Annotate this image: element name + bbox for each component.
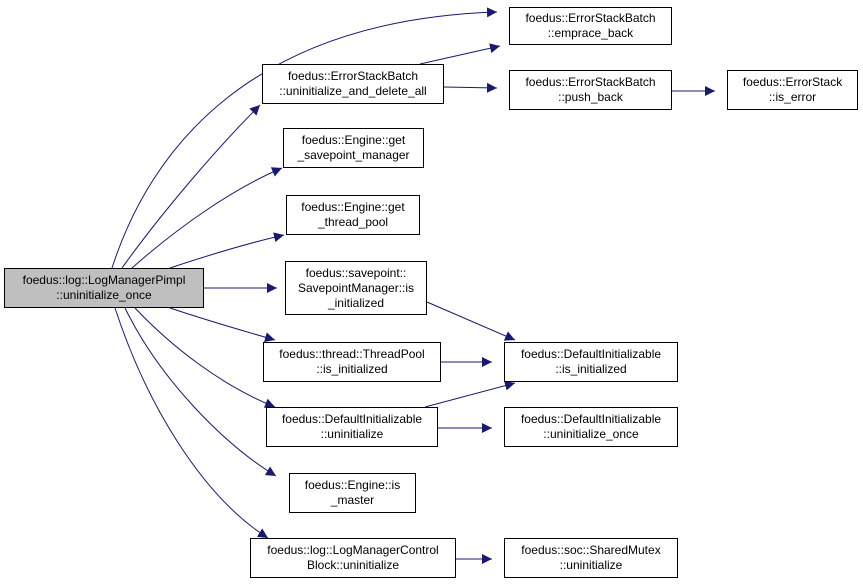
node-label-line: foedus::Engine::get [301, 200, 405, 214]
edge-di_uninit-to-di_is_init [424, 380, 516, 408]
edge-uninit_delete-to-emprace [419, 43, 501, 65]
node-push-back[interactable]: foedus::ErrorStackBatch::push_back [509, 70, 672, 110]
node-label-line: foedus::ErrorStackBatch [287, 69, 419, 83]
node-label-line: foedus::ErrorStackBatch [525, 75, 656, 89]
node-label-line: foedus::log::LogManagerPimpl [22, 273, 186, 287]
node-di-is-init[interactable]: foedus::DefaultInitializable::is_initial… [504, 342, 678, 382]
node-label-line: _initialized [327, 295, 385, 310]
node-label-line: ::push_back [558, 90, 623, 104]
edge-root-to-tp_is_init [169, 307, 276, 343]
node-label-line: ::uninitialize [320, 427, 384, 441]
node-label-line: foedus::log::LogManagerControl [267, 543, 439, 557]
edge-root-to-is_master [124, 307, 277, 477]
node-di-uninit[interactable]: foedus::DefaultInitializable::uninitiali… [266, 407, 438, 447]
node-label-line: foedus::ErrorStackBatch [525, 11, 656, 25]
edge-uninit_delete-to-push_back [443, 82, 498, 93]
node-label-line: Block::uninitialize [306, 558, 400, 572]
node-label-line: foedus::DefaultInitializable [520, 347, 662, 361]
edge-sp_is_init-to-di_is_init [426, 301, 516, 341]
node-label-line: ::emprace_back [547, 26, 634, 40]
node-uninit-delete[interactable]: foedus::ErrorStackBatch::uninitialize_an… [262, 64, 444, 104]
node-label-line: ::uninitialize_and_delete_all [279, 84, 427, 98]
node-mutex-uninit[interactable]: foedus::soc::SharedMutex::uninitialize [504, 538, 678, 578]
edge-root-to-di_uninit [134, 307, 276, 408]
node-label-line: ::is_error [768, 90, 817, 104]
node-root[interactable]: foedus::log::LogManagerPimpl::uninitiali… [4, 268, 204, 308]
node-label-line: ::uninitialize_once [56, 288, 152, 302]
node-sp-is-init[interactable]: foedus::savepoint::SavepointManager::is_… [285, 261, 427, 315]
node-label-line: SavepointManager::is [297, 280, 415, 295]
node-label-line: foedus::savepoint:: [305, 265, 407, 280]
node-label-line: ::is_initialized [555, 362, 627, 376]
edge-root-to-cb_uninit [114, 307, 269, 539]
node-emprace[interactable]: foedus::ErrorStackBatch::emprace_back [509, 7, 672, 45]
node-label-line: ::is_initialized [316, 362, 388, 376]
node-label-line: foedus::DefaultInitializable [281, 412, 423, 426]
node-label-line: ::uninitialize [559, 558, 623, 572]
node-get-thread-pool[interactable]: foedus::Engine::get_thread_pool [286, 195, 420, 235]
node-label-line: foedus::soc::SharedMutex [521, 543, 661, 557]
node-label-line: ::uninitialize_once [543, 427, 639, 441]
node-di-uninit-once[interactable]: foedus::DefaultInitializable::uninitiali… [504, 407, 678, 447]
node-label-line: _savepoint_manager [297, 148, 410, 162]
node-get-savepoint[interactable]: foedus::Engine::get_savepoint_manager [283, 128, 424, 168]
edge-root-to-uninit_delete [121, 104, 261, 269]
node-is-master[interactable]: foedus::Engine::is_master [289, 473, 416, 513]
edge-root-to-get_savepoint [131, 167, 283, 269]
node-tp-is-init[interactable]: foedus::thread::ThreadPool::is_initializ… [263, 342, 441, 382]
node-label-line: _master [330, 493, 375, 507]
edge-root-to-get_thread_pool [169, 232, 285, 269]
node-is-error[interactable]: foedus::ErrorStack::is_error [727, 70, 858, 110]
node-label-line: foedus::Engine::is [304, 478, 401, 492]
node-label-line: foedus::DefaultInitializable [520, 412, 662, 426]
node-label-line: _thread_pool [317, 215, 389, 229]
node-label-line: foedus::thread::ThreadPool [279, 347, 425, 361]
node-label-line: foedus::ErrorStack [742, 75, 843, 89]
node-label-line: foedus::Engine::get [301, 133, 406, 147]
edge-root-to-emprace [111, 7, 498, 269]
